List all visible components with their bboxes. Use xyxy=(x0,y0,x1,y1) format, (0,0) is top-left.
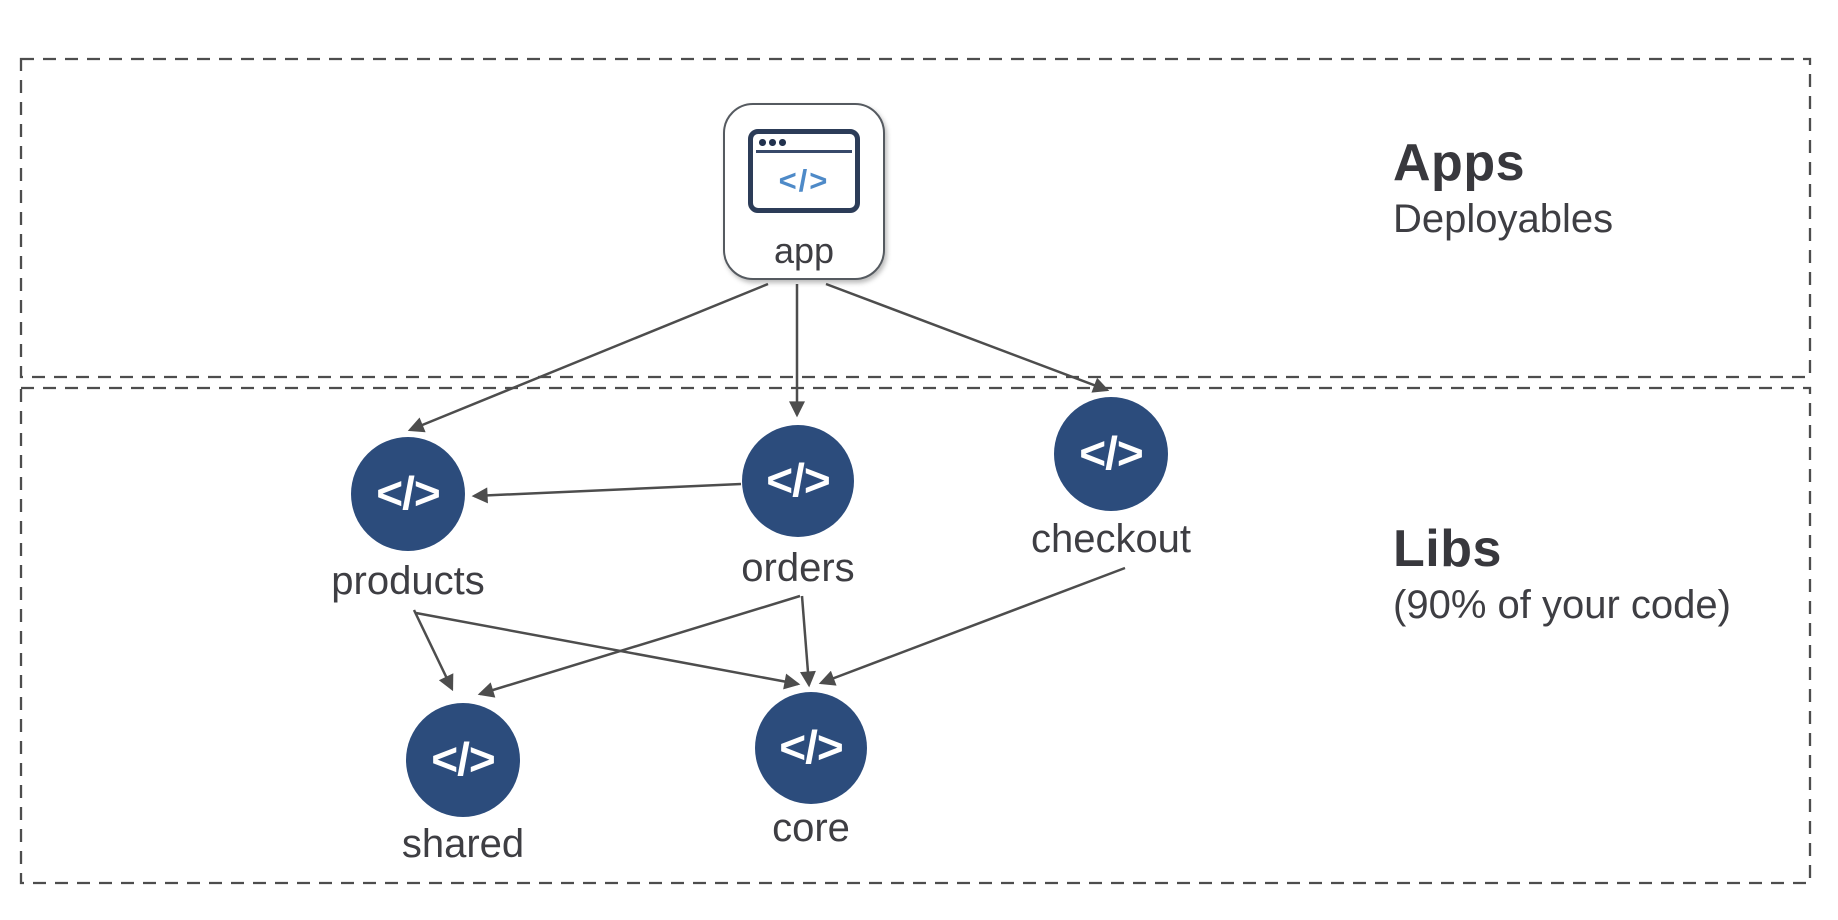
libs-section-subtitle: (90% of your code) xyxy=(1393,582,1731,627)
node-label-products: products xyxy=(331,559,485,603)
node-label-orders: orders xyxy=(741,546,855,590)
node-label-core: core xyxy=(772,806,850,850)
libs-section-label: Libs (90% of your code) xyxy=(1393,522,1731,627)
apps-section-box xyxy=(19,57,1812,379)
code-icon: </> xyxy=(376,467,441,519)
node-label-shared: shared xyxy=(401,822,525,866)
apps-section-label: Apps Deployables xyxy=(1393,136,1613,241)
node-shared: </> xyxy=(406,703,520,817)
edge-products-core xyxy=(415,611,801,690)
apps-section-subtitle: Deployables xyxy=(1393,196,1614,241)
edge-checkout-core xyxy=(818,566,1126,686)
edge-orders-products xyxy=(471,482,742,504)
edge-products-shared xyxy=(412,609,454,692)
libs-section-box xyxy=(19,386,1812,885)
browser-window-icon: </> xyxy=(748,129,860,213)
code-icon: </> xyxy=(778,162,830,198)
code-icon: </> xyxy=(1079,427,1144,479)
edge-orders-shared xyxy=(477,594,801,698)
node-checkout: </> xyxy=(1054,397,1168,511)
code-icon: </> xyxy=(431,733,496,785)
browser-dots-icon xyxy=(759,139,786,146)
node-orders: </> xyxy=(742,425,854,537)
node-label-checkout: checkout xyxy=(1030,517,1192,561)
code-icon: </> xyxy=(766,454,831,506)
node-products: </> xyxy=(351,437,465,551)
libs-section-title: Libs xyxy=(1393,520,1502,578)
edge-app-checkout xyxy=(825,282,1110,393)
node-label-app: app xyxy=(773,230,835,271)
browser-toolbar-divider xyxy=(756,150,852,153)
node-core: </> xyxy=(755,692,867,804)
edge-orders-core xyxy=(799,595,816,688)
node-app: </> app xyxy=(723,103,885,280)
edge-app-products xyxy=(407,282,769,433)
code-icon: </> xyxy=(779,721,844,773)
apps-section-title: Apps xyxy=(1393,134,1525,192)
